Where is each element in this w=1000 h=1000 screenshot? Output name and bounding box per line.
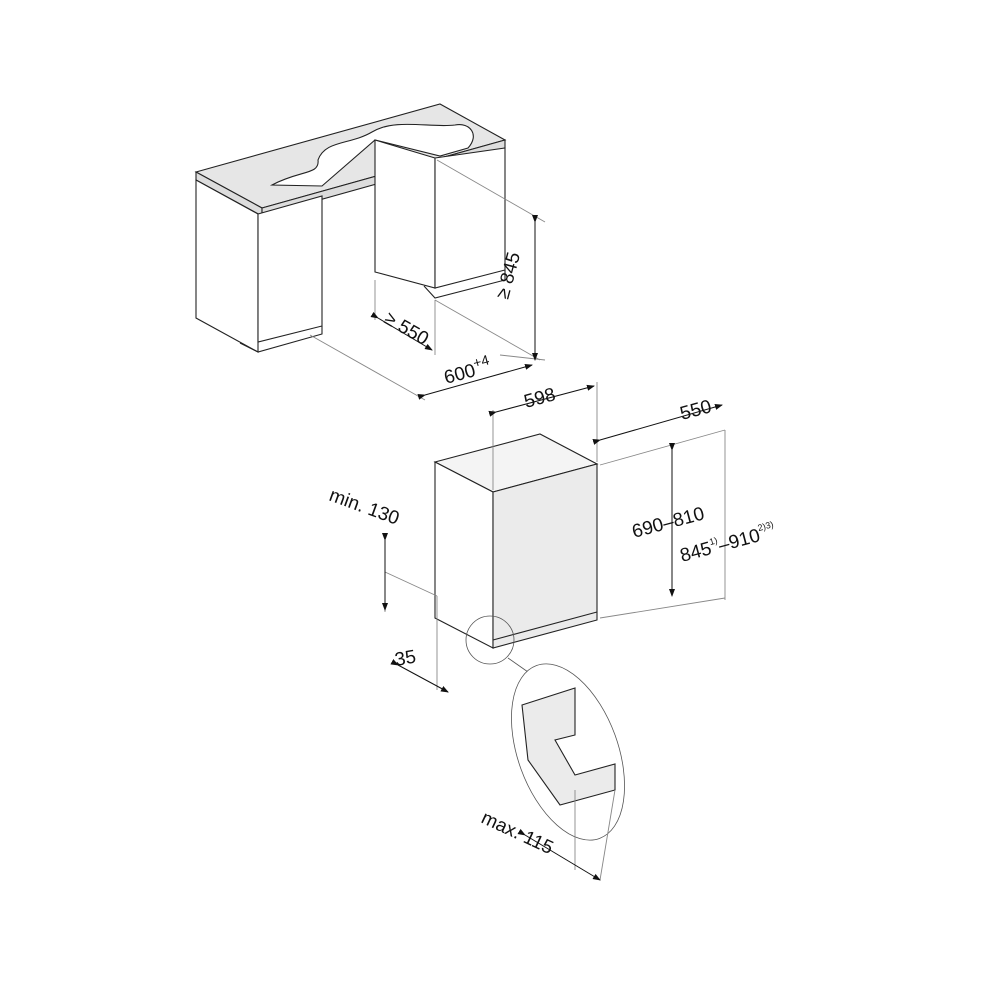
plinth-depth-label: 35 (393, 647, 417, 671)
worktop-cutout (269, 123, 474, 187)
door-height-label: 690–810 (630, 503, 707, 542)
dishwasher (433, 433, 625, 841)
niche-width-label: 600+4 (441, 351, 494, 389)
niche-depth-label: ≥ 550 (381, 308, 433, 350)
appliance-depth-label: 550 (678, 396, 714, 424)
right-cabinet (374, 139, 436, 289)
plinth-height-label: min. 130 (326, 485, 402, 530)
kitchen-niche (194, 103, 507, 353)
dishwasher-door (492, 463, 598, 649)
appliance-width-label: 598 (522, 384, 558, 412)
detail-marker (465, 615, 515, 665)
detail-depth-label: max. 115 (478, 807, 556, 858)
